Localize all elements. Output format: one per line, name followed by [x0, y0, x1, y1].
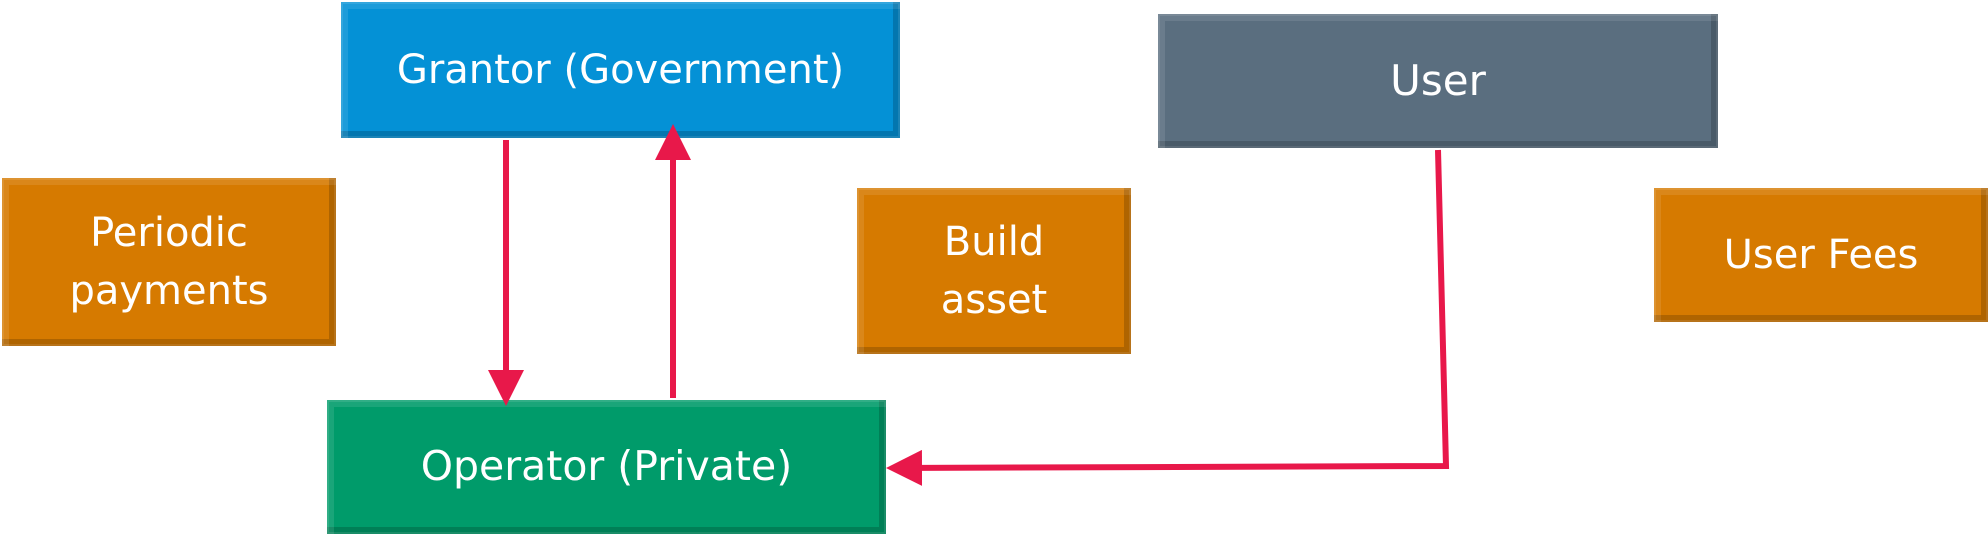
- user-node: User: [1158, 14, 1718, 148]
- operator-label: Operator (Private): [420, 442, 793, 491]
- grantor-label: Grantor (Government): [396, 47, 845, 93]
- build-asset-label: Build asset: [940, 219, 1048, 323]
- periodic-payments-label: Periodic payments: [69, 210, 269, 314]
- user-label: User: [1390, 55, 1486, 105]
- user-fees-label: User Fees: [1723, 232, 1919, 278]
- user-fees-label-box: User Fees: [1654, 188, 1988, 322]
- build-asset-label-box: Build asset: [857, 188, 1131, 354]
- periodic-payments-label-box: Periodic payments: [2, 178, 336, 346]
- operator-private-node: Operator (Private): [327, 400, 886, 534]
- grantor-government-node: Grantor (Government): [341, 2, 900, 138]
